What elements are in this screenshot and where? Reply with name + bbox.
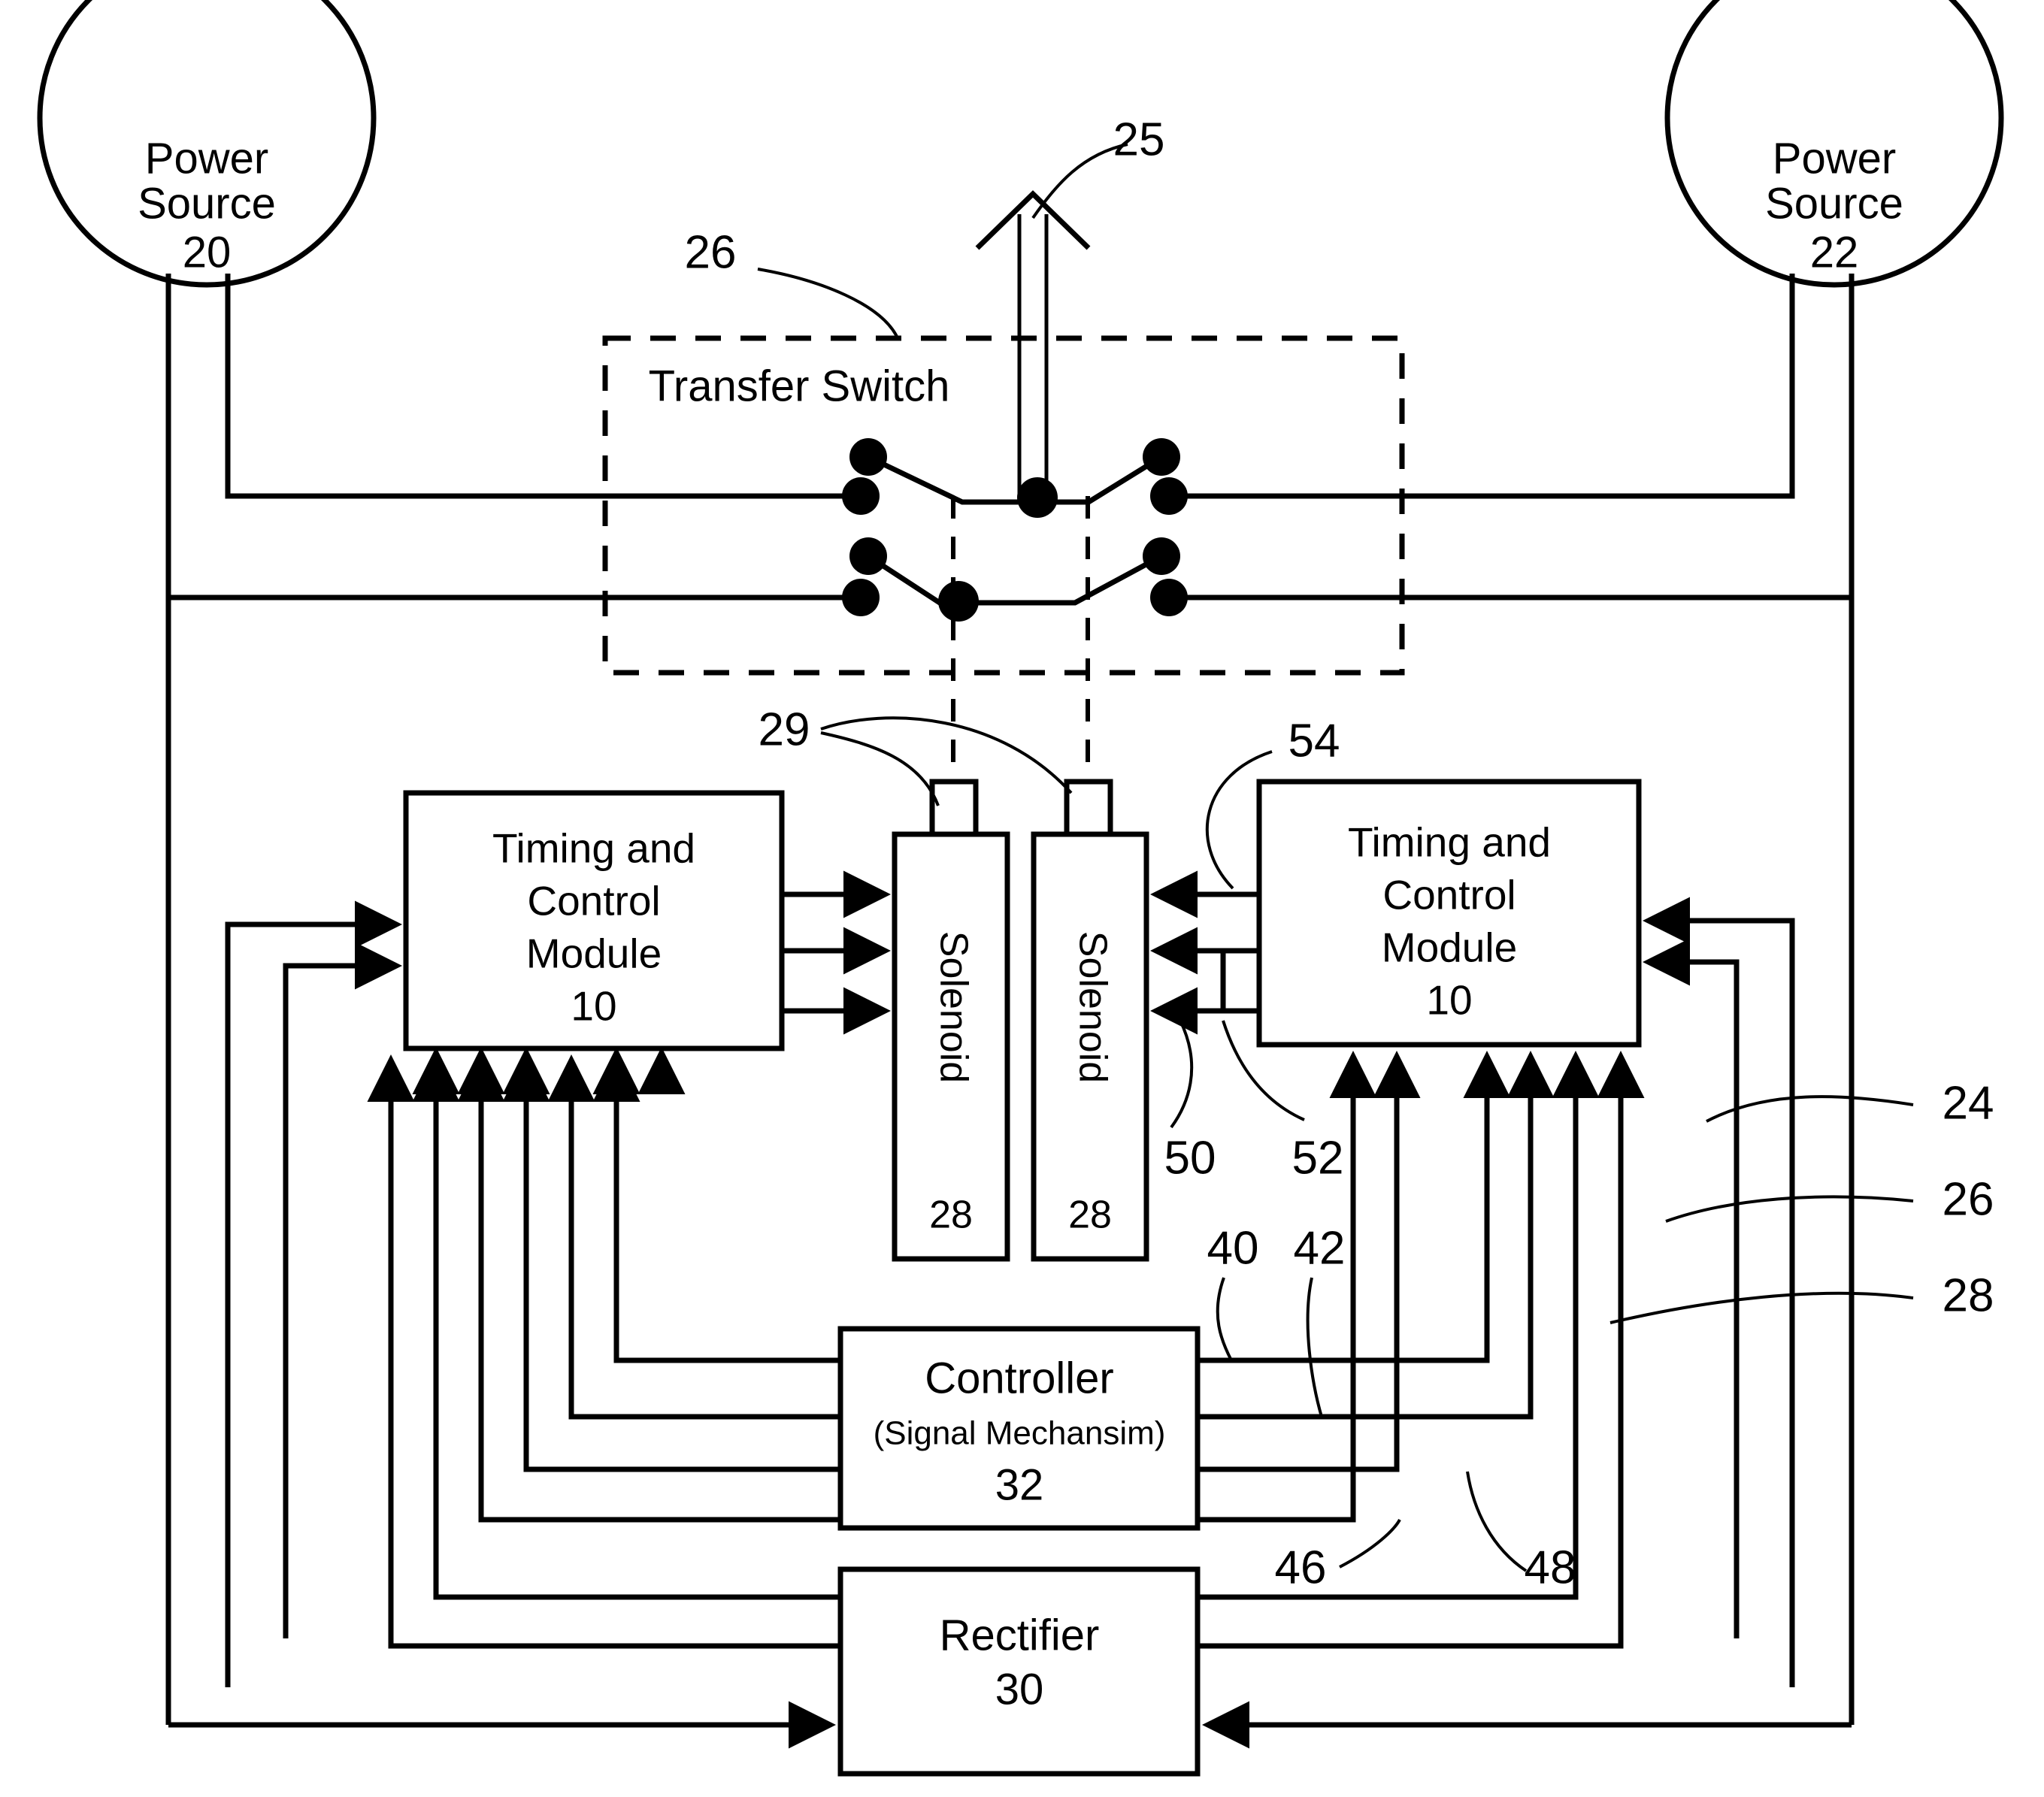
solenoid-left-ref: 28 [929,1193,973,1237]
transfer-switch-label: Transfer Switch [649,362,950,410]
module-right-to-solenoid-drive [1150,870,1259,1035]
power-source-20-circle [37,0,377,288]
module-right-line3: Module [1382,924,1517,971]
callout-28-bus-label: 28 [1943,1269,1994,1321]
callout-28-bus: 28 [1609,1269,1994,1324]
callout-25-label: 25 [1113,113,1165,165]
module-right-line2: Control [1382,872,1516,918]
feed-right-upper [1643,897,1795,1687]
power-source-20-line2: Source [138,179,276,228]
callout-40-label: 40 [1207,1222,1259,1274]
solenoid-left-box [892,831,1010,1262]
controller-ref: 32 [995,1460,1044,1509]
solenoid-28-right: Solenoid 28 [1031,831,1149,1262]
module-left-line2: Control [527,878,660,924]
module-bottom-feeders [412,1047,686,1094]
solenoid-right-label: Solenoid [1070,931,1114,1083]
callout-29-label: 29 [759,703,810,755]
callout-50: 50 [1164,1020,1216,1184]
timing-control-module-left: Timing and Control Module 10 [403,790,785,1051]
transfer-switch: Transfer Switch [602,190,1405,783]
power-source-22: Power Source 22 [1664,0,2004,288]
solenoid-plungers [929,779,1113,837]
callout-29-plungers: 29 [759,703,1073,806]
callout-46: 46 [1275,1518,1401,1593]
controller-to-right-module-bus [1198,1051,1555,1523]
switch-common-upper [1017,477,1058,518]
controller-32: Controller (Signal Mechansim) 32 [837,1326,1201,1531]
callout-40: 40 [1207,1222,1259,1361]
rectifier-ref: 30 [995,1665,1044,1714]
feed-right-lower [1643,938,1740,1638]
switch-contact-upper-left-b [842,477,880,515]
power-source-22-ref: 22 [1810,228,1859,277]
module-left-line1: Timing and [492,825,695,872]
module-right-ref: 10 [1426,977,1472,1024]
callout-46-label: 46 [1275,1541,1327,1593]
module-left-line3: Module [526,930,662,977]
callout-52: 52 [1222,1020,1344,1184]
switch-contact-lower-right-b [1150,579,1188,616]
solenoid-right-ref: 28 [1068,1193,1112,1237]
module-right-line1: Timing and [1348,819,1551,866]
callout-42-label: 42 [1294,1222,1346,1274]
module-left-ref: 10 [571,983,616,1030]
solenoid-28-left: Solenoid 28 [892,831,1010,1262]
callout-54-label: 54 [1288,715,1340,767]
power-source-22-line2: Source [1765,179,1903,228]
controller-line2: (Signal Mechansim) [874,1415,1166,1452]
timing-control-module-right: Timing and Control Module 10 [1256,779,1642,1048]
power-feed-loops [168,897,1852,1749]
load-arrow-head [975,190,1091,250]
module-left-to-solenoid-drive [782,870,891,1035]
controller-to-left-module-bus [457,1054,840,1523]
callout-52-label: 52 [1292,1132,1344,1184]
callout-54: 54 [1206,715,1340,890]
callout-26-bus-label: 26 [1943,1173,1994,1225]
controller-box [837,1326,1201,1531]
rectifier-30: Rectifier 30 [837,1566,1201,1777]
module-right-box [1256,779,1642,1048]
callout-26-transfer-switch: 26 [685,226,900,340]
transfer-switch-boundary [602,335,1405,676]
power-bus-wiring [165,274,1855,1725]
callout-26-bus: 26 [1665,1173,1994,1225]
power-source-20-ref: 20 [183,228,232,277]
feed-left-upper [225,900,402,1687]
controller-line1: Controller [925,1354,1113,1402]
callout-26-label: 26 [685,226,737,278]
callout-48: 48 [1466,1471,1576,1593]
power-source-20-line1: Power [145,134,268,183]
solenoid-left-label: Solenoid [931,931,975,1083]
power-source-22-circle [1664,0,2004,288]
rectifier-to-right-module-bus [1198,1051,1645,1649]
callout-48-label: 48 [1525,1541,1576,1593]
solenoid-right-box [1031,831,1149,1262]
solenoid-plunger-left [929,779,979,837]
rectifier-to-left-module-bus [367,1054,840,1649]
power-source-22-line1: Power [1773,134,1896,183]
switch-contact-upper-right-b [1150,477,1188,515]
callout-25-output: 25 [1031,113,1165,219]
rectifier-box [837,1566,1201,1777]
feed-left-lower [283,942,402,1638]
switch-blade-lower [867,553,1163,606]
callout-24: 24 [1706,1077,1994,1129]
solenoid-plunger-right [1064,779,1113,837]
callout-24-label: 24 [1943,1077,1994,1129]
callout-50-label: 50 [1164,1132,1216,1184]
switch-blade-upper [867,454,1163,505]
rectifier-line1: Rectifier [940,1611,1100,1659]
callout-42: 42 [1294,1222,1346,1417]
switch-contact-lower-left-b [842,579,880,616]
power-source-20: Power Source 20 [37,0,377,288]
